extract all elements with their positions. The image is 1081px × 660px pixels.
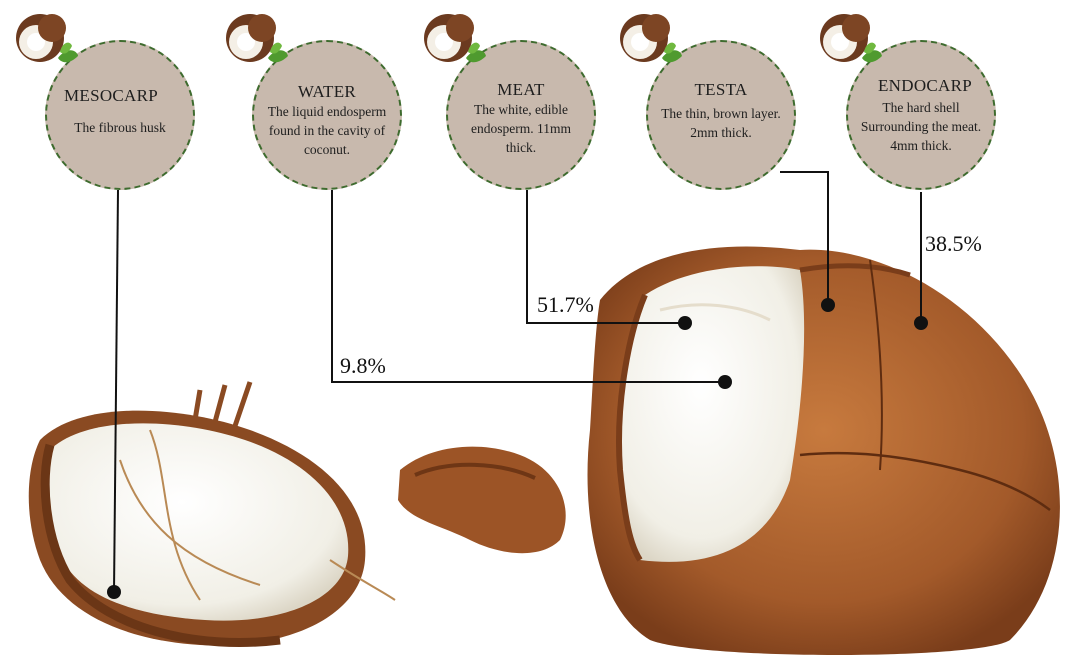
endocarp-title: ENDOCARP (856, 76, 994, 96)
mesocarp-description: The fibrous husk (57, 118, 183, 137)
coconut-half-left (29, 382, 395, 646)
endocarp-description: The hard shell Surrounding the meat. 4mm… (856, 98, 986, 155)
endocarp-percentage: 38.5% (925, 231, 982, 257)
coconut-badge-icon (814, 8, 884, 68)
meat-percentage: 51.7% (537, 292, 594, 318)
testa-description: The thin, brown layer. 2mm thick. (660, 104, 782, 142)
coconut-badge-icon (10, 8, 80, 68)
endocarp-dot (914, 316, 928, 330)
coconut-badge-icon (220, 8, 290, 68)
water-dot (718, 375, 732, 389)
coconut-badge-icon (418, 8, 488, 68)
testa-title: TESTA (648, 80, 794, 100)
water-title: WATER (254, 82, 400, 102)
coconut-badge-icon (614, 8, 684, 68)
water-percentage: 9.8% (340, 353, 386, 379)
husk-fragment (398, 447, 566, 554)
water-description: The liquid endosperm found in the cavity… (260, 102, 394, 159)
meat-description: The white, edible endosperm. 11mm thick. (458, 100, 584, 157)
meat-dot (678, 316, 692, 330)
meat-title: MEAT (448, 80, 594, 100)
mesocarp-title: MESOCARP (29, 86, 193, 106)
testa-dot (821, 298, 835, 312)
mesocarp-dot (107, 585, 121, 599)
